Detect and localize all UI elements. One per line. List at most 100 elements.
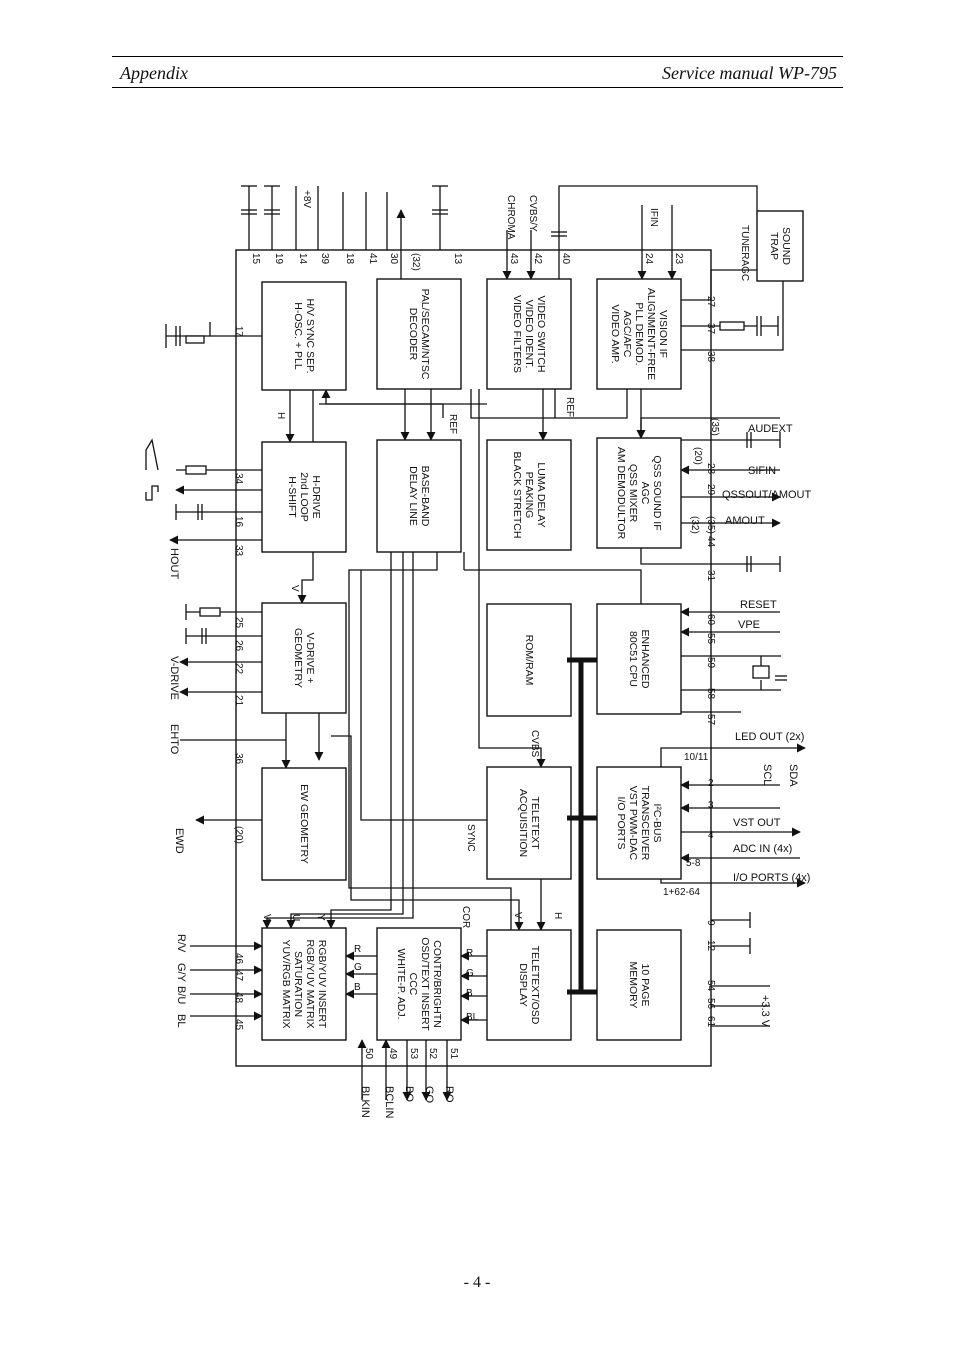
- waveform-hflyback: [145, 438, 159, 471]
- pin-number: 52: [427, 1048, 438, 1060]
- signal-label: RO: [443, 1086, 455, 1103]
- block-label: SATURATION: [292, 951, 304, 1017]
- pin-number: 46: [233, 953, 244, 965]
- crystal: [752, 665, 770, 679]
- pin-number: 18: [344, 253, 355, 265]
- signal-label: BL: [175, 1014, 187, 1027]
- signal-label: R/V: [175, 934, 187, 953]
- led-out: [660, 743, 806, 767]
- pin-number: 48: [233, 992, 244, 1004]
- block-label: BASE-BAND: [419, 466, 431, 527]
- signal-label: IFIN: [648, 208, 659, 227]
- pin-number: 42: [532, 253, 543, 265]
- cvbs-to-acq: [478, 389, 546, 768]
- pin-number: 50: [363, 1048, 374, 1060]
- pin-number: 5-8: [686, 858, 701, 869]
- pin-number: 1+62-64: [663, 887, 700, 898]
- pin-number: 2: [708, 778, 714, 789]
- pin-number: 43: [508, 253, 519, 265]
- signal-label: BO: [403, 1086, 415, 1102]
- net-label: R: [354, 944, 361, 955]
- block-box: [596, 278, 682, 390]
- signal-label: AMOUT: [725, 515, 765, 527]
- block-box: [376, 278, 462, 390]
- pin-number: 3: [708, 800, 714, 811]
- net-label: SYNC: [465, 824, 476, 852]
- io-ports: [660, 878, 806, 888]
- block-box: [261, 281, 347, 391]
- u-link: [286, 552, 404, 929]
- block-ew-geometry: EW GEOMETRY: [261, 767, 347, 881]
- block-box: [376, 927, 462, 1041]
- block-label: VIDEO FILTERS: [511, 295, 523, 373]
- block-label: AGC/AFC: [621, 311, 633, 358]
- pin-number: 25: [233, 617, 244, 629]
- pin-number: 57: [705, 714, 716, 726]
- signal-label: V-DRIVE: [168, 656, 180, 700]
- pin-number: 40: [560, 253, 571, 265]
- block-label: 2nd LOOP: [298, 472, 310, 522]
- pin-number: (20): [692, 447, 703, 465]
- pin-number: 55: [705, 633, 716, 645]
- net-label: BL: [466, 1012, 479, 1023]
- pin-number: 47: [233, 970, 244, 982]
- signal-label: I/O PORTS (4x): [733, 872, 810, 884]
- pin-number: (35): [709, 418, 720, 436]
- header-section-title: Appendix: [120, 63, 188, 83]
- signal-label: VST OUT: [733, 817, 781, 829]
- net-label: G: [466, 968, 474, 979]
- block-label: TRANSCEIVER: [639, 786, 651, 861]
- net-label: U: [290, 914, 301, 921]
- resistor: [185, 465, 207, 475]
- sound-trap-return: [681, 281, 784, 351]
- block-box: [596, 929, 682, 1041]
- page-header: Appendix Service manual WP-795: [112, 56, 843, 88]
- pin-number: 21: [233, 695, 244, 707]
- block-label: SOUND: [780, 227, 792, 265]
- block-label: OSD/TEXT INSERT: [419, 937, 431, 1031]
- pin-number: 12: [705, 940, 716, 952]
- block-label: RGB/YUV INSERT: [316, 940, 328, 1029]
- pin-number: 27: [705, 296, 716, 308]
- block-label: ACQUISITION: [517, 789, 529, 857]
- block-label: GEOMETRY: [292, 628, 304, 688]
- pin-number: 15: [250, 253, 261, 265]
- pin-number: 39: [319, 253, 330, 265]
- pin-number: 17: [233, 326, 244, 338]
- pin-number: 56: [705, 998, 716, 1010]
- pin-number: 51: [448, 1048, 459, 1060]
- block-label: ALIGNMENT-FREE: [645, 288, 657, 380]
- page-number: - 4 -: [463, 1274, 491, 1291]
- block-label: VST PWM-DAC: [627, 786, 639, 861]
- signal-label: B/U: [175, 986, 187, 1004]
- signal-label: SCL: [761, 764, 773, 785]
- pin-number: 24: [643, 253, 654, 265]
- cvbs-trap-link: [558, 185, 758, 279]
- net-label: R: [466, 948, 473, 959]
- block-label: PEAKING: [523, 472, 535, 519]
- block-label: VIDEO AMP.: [609, 304, 621, 363]
- signal-label: +3.3 V: [759, 995, 771, 1028]
- signal-label: AUDEXT: [748, 423, 793, 435]
- resistor: [199, 607, 221, 617]
- block-box: [486, 439, 572, 551]
- block-label: I²C-BUS: [651, 803, 663, 842]
- block-box: [261, 441, 347, 553]
- pin-number: 59: [705, 657, 716, 669]
- pin-number: 38: [705, 351, 716, 363]
- pin-31-lead: [640, 548, 780, 565]
- pin-number: 33: [233, 545, 244, 557]
- block-box: [596, 437, 682, 549]
- block-box: [486, 603, 572, 717]
- block-label: TRAP: [768, 232, 780, 260]
